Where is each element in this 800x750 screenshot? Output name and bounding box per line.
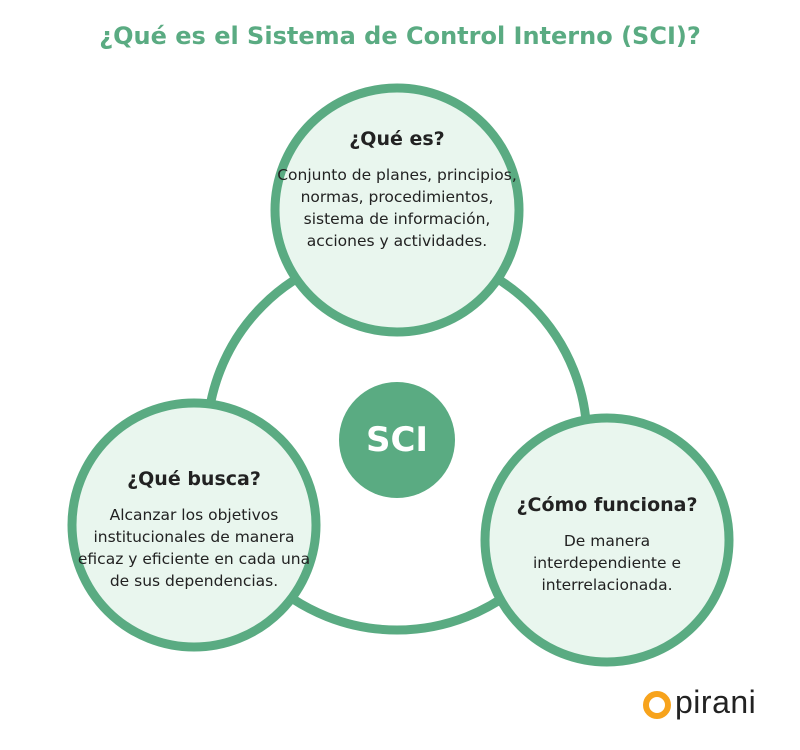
node-circle-que-busca (67, 398, 321, 652)
node-heading: ¿Cómo funciona? (516, 494, 698, 516)
logo-ring-icon (643, 690, 671, 719)
pirani-logo: pirani (643, 684, 756, 721)
node-heading: ¿Qué es? (349, 128, 445, 150)
node-que-es: ¿Qué es? Conjunto de planes, principios,… (277, 128, 517, 252)
node-text: De manera interdependiente e interrelaci… (533, 532, 681, 594)
node-como-funciona: ¿Cómo funciona? De manera interdependien… (487, 494, 727, 596)
node-text: Alcanzar los objetivos institucionales d… (77, 506, 311, 590)
node-text: Conjunto de planes, principios, normas, … (277, 166, 517, 250)
node-que-busca: ¿Qué busca? Alcanzar los objetivos insti… (74, 468, 314, 592)
page-title: ¿Qué es el Sistema de Control Interno (S… (99, 22, 701, 50)
center-label: SCI (365, 420, 429, 460)
node-circle-que-es (270, 83, 524, 337)
logo-text: pirani (675, 684, 757, 720)
node-heading: ¿Qué busca? (127, 468, 261, 490)
node-circle-como-funciona (480, 413, 734, 667)
center-circle (339, 382, 455, 498)
